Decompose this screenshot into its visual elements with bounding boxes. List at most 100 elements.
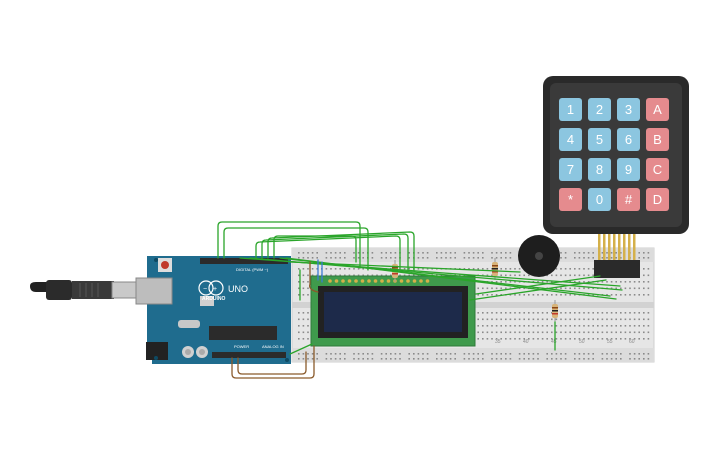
keypad-key[interactable]: 5 xyxy=(588,128,611,151)
keypad-key[interactable]: 4 xyxy=(559,128,582,151)
breadboard-hole xyxy=(606,312,608,314)
keypad-key[interactable]: B xyxy=(646,128,669,151)
breadboard-hole xyxy=(587,338,590,340)
keypad-key[interactable]: * xyxy=(559,188,582,211)
breadboard-hole xyxy=(574,294,576,296)
breadboard-hole xyxy=(477,358,479,360)
arduino-uno[interactable]: − + ARDUINO UNO DIGITAL (PWM ~) POWER AN… xyxy=(135,256,291,364)
breadboard-hole xyxy=(298,338,300,340)
breadboard-hole xyxy=(647,325,650,327)
breadboard-hole xyxy=(472,257,475,259)
piezo-buzzer[interactable] xyxy=(518,235,560,277)
breadboard-hole xyxy=(638,325,640,327)
breadboard-hole xyxy=(583,252,585,254)
key-cap xyxy=(588,158,611,181)
breadboard-hole xyxy=(555,338,558,340)
breadboard-hole xyxy=(390,274,392,277)
wire-green xyxy=(273,235,357,263)
breadboard-hole xyxy=(302,274,305,277)
keypad-key[interactable]: 8 xyxy=(588,158,611,181)
key-cap xyxy=(646,128,669,151)
breadboard-hole xyxy=(417,268,420,270)
breadboard-hole xyxy=(307,287,309,290)
breadboard-hole xyxy=(302,257,305,259)
breadboard-hole xyxy=(629,338,631,340)
wire-green xyxy=(267,231,415,271)
wire-green xyxy=(255,235,401,269)
breadboard-hole xyxy=(620,252,622,254)
breadboard-hole xyxy=(307,353,309,355)
key-label: A xyxy=(653,102,662,117)
breadboard-hole xyxy=(601,331,604,334)
keypad-key[interactable]: D xyxy=(646,188,669,211)
keypad-key[interactable]: 7 xyxy=(559,158,582,181)
breadboard-hole xyxy=(560,287,562,290)
breadboard-hole xyxy=(518,358,521,360)
breadboard-hole xyxy=(555,331,558,334)
breadboard-hole xyxy=(371,257,374,259)
keypad-key[interactable]: A xyxy=(646,98,669,121)
breadboard-hole xyxy=(555,353,558,355)
breadboard-hole xyxy=(551,325,553,327)
breadboard-hole xyxy=(532,353,535,355)
breadboard-hole xyxy=(551,338,553,340)
resistor-3[interactable] xyxy=(552,300,558,322)
breadboard-hole xyxy=(339,268,341,270)
reset-button[interactable] xyxy=(161,261,169,269)
usb-connector xyxy=(111,281,139,299)
breadboard-hole xyxy=(560,358,562,360)
breadboard-hole xyxy=(500,318,502,321)
breadboard-hole xyxy=(537,325,539,327)
breadboard-hole xyxy=(509,331,512,334)
breadboard-hole xyxy=(500,358,502,360)
breadboard-hole xyxy=(436,353,438,355)
breadboard-hole xyxy=(528,338,530,340)
keypad-key[interactable]: 6 xyxy=(617,128,640,151)
breadboard-hole xyxy=(633,312,636,314)
breadboard-hole xyxy=(551,294,553,296)
breadboard-hole xyxy=(518,318,521,321)
breadboard-hole xyxy=(298,257,300,259)
breadboard-hole xyxy=(500,338,502,340)
wires[interactable] xyxy=(217,221,623,379)
breadboard-hole xyxy=(482,353,484,355)
breadboard-hole xyxy=(523,331,525,334)
breadboard-hole xyxy=(495,294,498,296)
atmega-chip xyxy=(209,326,277,340)
breadboard-hole xyxy=(518,325,521,327)
breadboard-hole xyxy=(569,325,571,327)
breadboard-hole xyxy=(569,287,571,290)
lcd-display[interactable] xyxy=(310,275,476,347)
breadboard-hole xyxy=(541,281,544,283)
breadboard-hole xyxy=(477,331,479,334)
keypad-key[interactable]: 3 xyxy=(617,98,640,121)
keypad-key[interactable]: 2 xyxy=(588,98,611,121)
lcd-pin xyxy=(425,279,430,283)
breadboard-hole xyxy=(615,331,617,334)
breadboard-hole xyxy=(610,294,613,296)
breadboard-hole xyxy=(505,257,507,259)
breadboard-hole xyxy=(541,294,544,296)
keypad-key[interactable]: C xyxy=(646,158,669,181)
breadboard-hole xyxy=(523,353,525,355)
keypad-key[interactable]: # xyxy=(617,188,640,211)
breadboard-hole xyxy=(597,331,599,334)
breadboard-hole xyxy=(440,257,443,259)
keypad-key[interactable]: 9 xyxy=(617,158,640,181)
keypad-key[interactable]: 1 xyxy=(559,98,582,121)
analog-label: ANALOG IN xyxy=(262,344,284,349)
keypad-key[interactable]: 0 xyxy=(588,188,611,211)
breadboard-hole xyxy=(528,325,530,327)
breadboard-hole xyxy=(583,338,585,340)
breadboard-hole xyxy=(486,338,489,340)
breadboard-hole xyxy=(574,257,576,259)
voltage-regulator xyxy=(178,320,200,328)
wire-brown xyxy=(237,351,307,375)
breadboard-hole xyxy=(495,312,498,314)
breadboard-hole xyxy=(633,358,636,360)
breadboard-hole xyxy=(463,353,466,355)
usb-cable[interactable] xyxy=(30,280,139,300)
